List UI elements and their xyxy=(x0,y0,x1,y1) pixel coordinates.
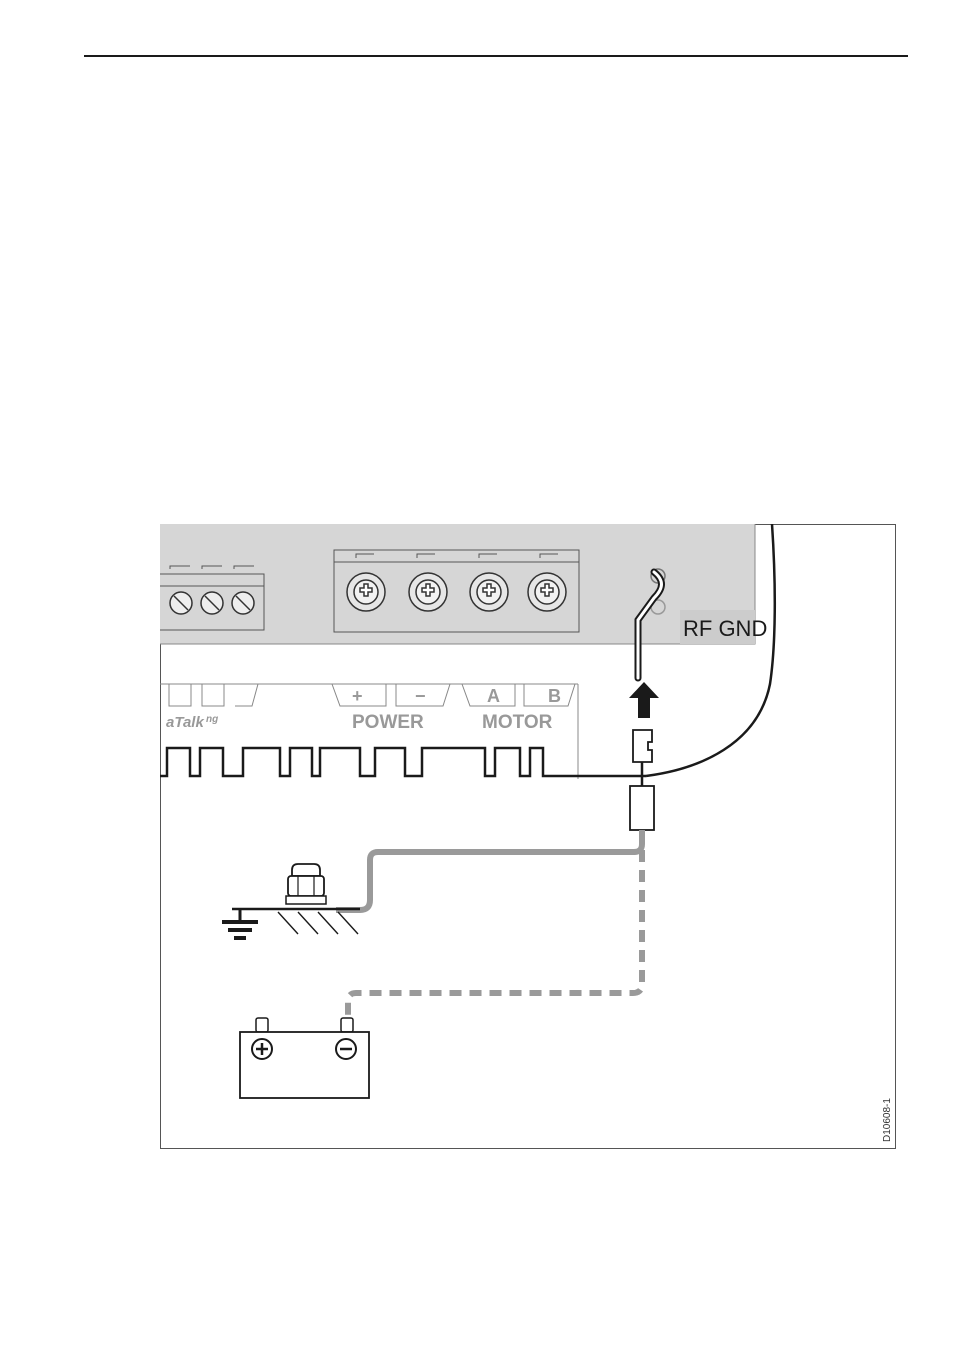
rf-gnd-label: RF GND xyxy=(683,616,767,641)
motor-a-label: A xyxy=(487,686,500,706)
header-rule xyxy=(84,55,908,57)
plus-terminal-icon xyxy=(252,1039,272,1059)
power-label: POWER xyxy=(352,712,424,733)
atalk-label: aTalk xyxy=(166,714,204,731)
minus-terminal-icon xyxy=(336,1039,356,1059)
ground-bolt xyxy=(286,864,326,904)
power-motor-terminal-block xyxy=(334,550,579,632)
atalk-terminal-block xyxy=(160,566,264,630)
atalk-label-suffix: ng xyxy=(206,714,218,725)
power-plus-label: + xyxy=(352,686,363,706)
motor-b-label: B xyxy=(548,686,561,706)
drawing-id: D10608-1 xyxy=(882,1098,893,1142)
wiring-diagram: RF GND aTalk ng + − POWER A B MOTOR xyxy=(160,524,896,1149)
power-minus-label: − xyxy=(415,686,426,706)
motor-label: MOTOR xyxy=(482,712,553,733)
screw-icon xyxy=(170,592,254,614)
